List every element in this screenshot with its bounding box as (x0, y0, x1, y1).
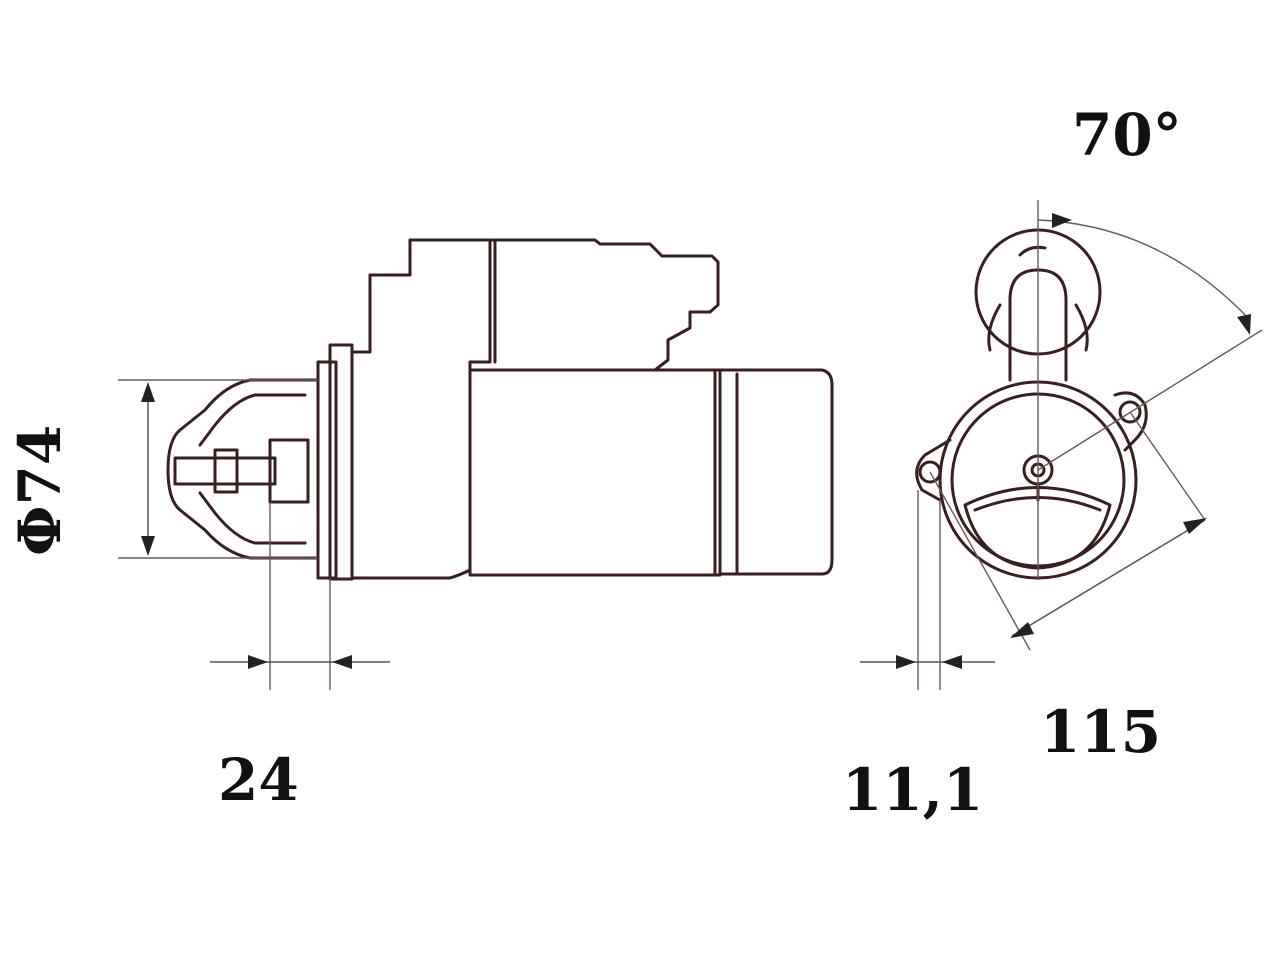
end-view (915, 200, 1263, 580)
mounting-hole-right (1118, 400, 1142, 424)
offset-label: 11,1 (842, 756, 983, 824)
motor-body (468, 368, 722, 577)
end-cap (718, 368, 834, 576)
bolt-spacing-dimension (929, 411, 1207, 651)
bolt-spacing-label: 115 (1040, 698, 1161, 766)
length-label: 24 (218, 746, 299, 814)
pinion-gear (268, 438, 310, 504)
length-dimension (210, 502, 390, 690)
angle-dimension (1037, 213, 1251, 335)
solenoid (488, 238, 720, 372)
drive-pinion (166, 378, 320, 560)
diameter-label: Φ74 (6, 425, 74, 556)
half-disc (963, 486, 1112, 570)
diameter-dimension (118, 379, 318, 559)
offset-dimension (860, 490, 995, 690)
side-view (166, 238, 834, 581)
mounting-flange (316, 360, 338, 580)
pinion-shaft (173, 456, 277, 486)
angle-label: 70° (1072, 101, 1182, 169)
flange-ears (915, 391, 1148, 502)
drive-housing (350, 238, 492, 580)
